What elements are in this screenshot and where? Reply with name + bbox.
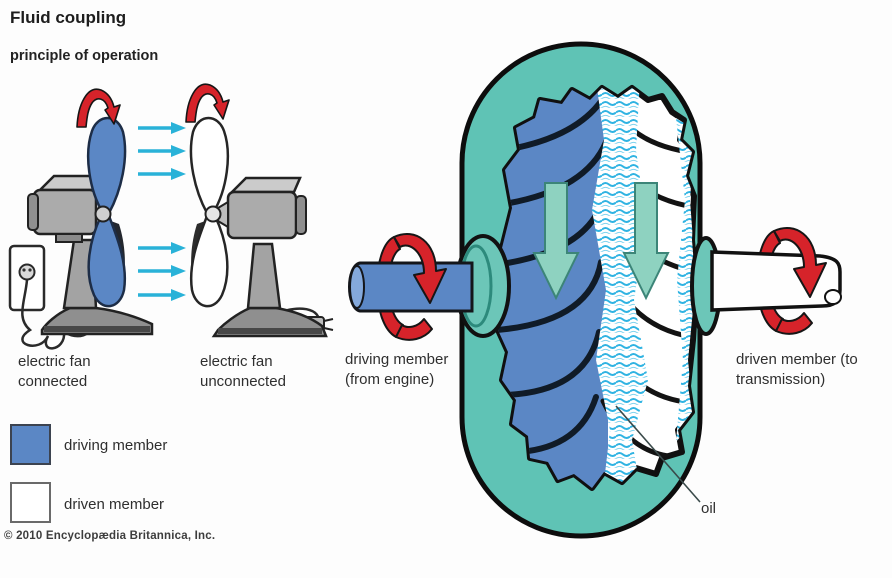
- oil-flow-arrow-icon: [622, 182, 670, 301]
- airflow-arrow-icon: [136, 166, 188, 182]
- airflow-arrow-icon: [136, 120, 188, 136]
- driving-shaft: [348, 261, 474, 313]
- airflow-arrows: [136, 120, 188, 303]
- fan-connected-caption: electric fan connected: [18, 353, 91, 390]
- oil-flow-arrow-icon: [532, 182, 580, 301]
- subtitle: principle of operation: [10, 48, 159, 64]
- airflow-arrow-icon: [136, 263, 188, 279]
- white-fan-blade: [189, 116, 230, 215]
- page-title: Fluid coupling: [10, 8, 127, 27]
- plug-icon: [18, 263, 36, 281]
- legend-label-driven: driven member: [64, 496, 165, 513]
- oil-film: [676, 118, 696, 442]
- airflow-arrow-icon: [136, 143, 188, 159]
- fan-connected-illustration: [8, 88, 154, 350]
- oil-flow-arrows: [532, 182, 670, 301]
- airflow-arrow-icon: [136, 240, 188, 256]
- power-cord: [21, 279, 95, 350]
- oil-leader-line: [615, 405, 701, 503]
- oil-label: oil: [701, 500, 717, 517]
- white-fan-blade: [189, 214, 229, 308]
- airflow-arrow-icon: [136, 287, 188, 303]
- coupling-illustration: [348, 41, 842, 539]
- rotation-arrow-icon: [185, 83, 230, 123]
- driving-member-label: driving member (from engine): [345, 351, 449, 388]
- blue-fan-blade: [87, 214, 127, 308]
- copyright-notice: © 2010 Encyclopædia Britannica, Inc.: [4, 530, 216, 542]
- driven-shaft: [710, 250, 842, 312]
- legend-swatch-driving: [10, 424, 51, 465]
- driven-member-label: driven member (to transmission): [736, 351, 858, 388]
- legend-label-driving: driving member: [64, 437, 168, 454]
- legend-swatch-driven: [10, 482, 51, 523]
- fan-unconnected-illustration: [185, 83, 334, 338]
- fan-unconnected-caption: electric fan unconnected: [200, 353, 286, 390]
